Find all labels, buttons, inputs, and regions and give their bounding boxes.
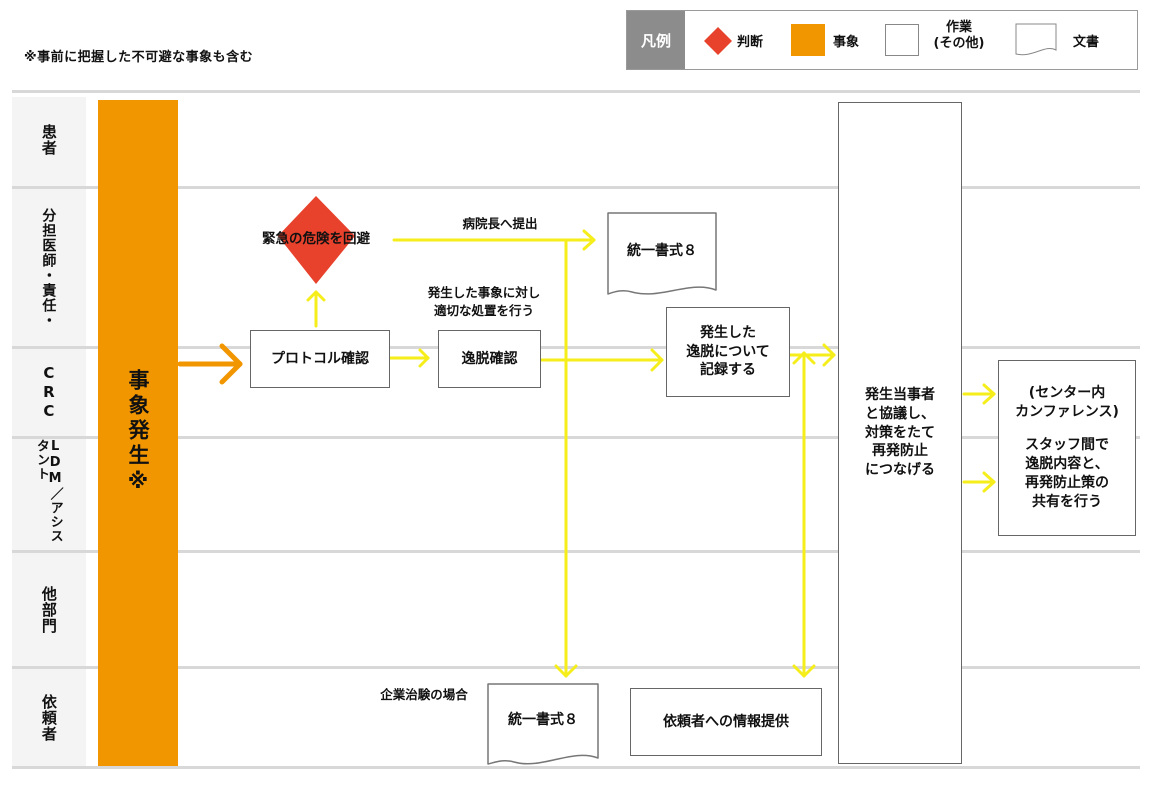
footnote-text: ※事前に把握した不可避な事象も含む	[24, 50, 254, 65]
event-occurrence-bar: 事象発生※	[98, 100, 178, 766]
lane-label-doctor: 分担医師・責任・	[40, 207, 57, 328]
submit-to-director-label: 病院長へ提出	[462, 216, 538, 231]
legend: 凡例 判断 事象 作業(その他) 文書	[626, 10, 1138, 70]
lane-separator	[12, 550, 1140, 553]
legend-event-label: 事象	[833, 35, 860, 50]
lane-label-ldm: LDM／アシスタント	[34, 439, 63, 543]
document-form8-bottom: 統一書式８	[508, 712, 578, 728]
corporate-trial-label: 企業治験の場合	[380, 687, 468, 702]
diagram-canvas	[86, 97, 1140, 766]
lane-separator	[12, 436, 1140, 439]
lane-separator	[12, 346, 1140, 349]
center-conference-box: (センター内カンファレンス) スタッフ間で逸脱内容と、 再発防止策の共有を行う	[998, 360, 1136, 536]
lane-separator	[12, 186, 1140, 189]
legend-document-label: 文書	[1073, 35, 1100, 50]
decision-diamond-icon	[704, 27, 732, 55]
lane-label-patient: 患者	[39, 123, 58, 156]
consultation-prevention-box: 発生当事者と協議し、対策をたて 再発防止につなげる	[838, 102, 962, 764]
sponsor-info-box: 依頼者への情報提供	[630, 688, 822, 756]
legend-title: 凡例	[627, 11, 685, 69]
document-shape-icon	[1015, 23, 1057, 56]
record-deviation-box: 発生した逸脱について記録する	[666, 307, 790, 397]
deviation-check-box: 逸脱確認	[438, 330, 541, 388]
lane-label-sponsor: 依頼者	[39, 693, 58, 742]
event-square-icon	[791, 24, 825, 56]
appropriate-action-label: 発生した事象に対し適切な処置を行う	[427, 285, 541, 319]
protocol-check-box: プロトコル確認	[250, 330, 390, 388]
task-box-icon	[885, 24, 919, 56]
lane-label-other-dept: 他部門	[39, 585, 58, 634]
lane-separator	[12, 90, 1140, 93]
lane-separator	[12, 766, 1140, 769]
legend-decision-label: 判断	[737, 35, 764, 50]
legend-task-label: 作業(その他)	[933, 20, 985, 51]
decision-label: 緊急の危険を回避	[262, 231, 370, 247]
document-form8-top: 統一書式８	[627, 243, 697, 259]
lane-label-crc: CRC	[39, 364, 58, 421]
